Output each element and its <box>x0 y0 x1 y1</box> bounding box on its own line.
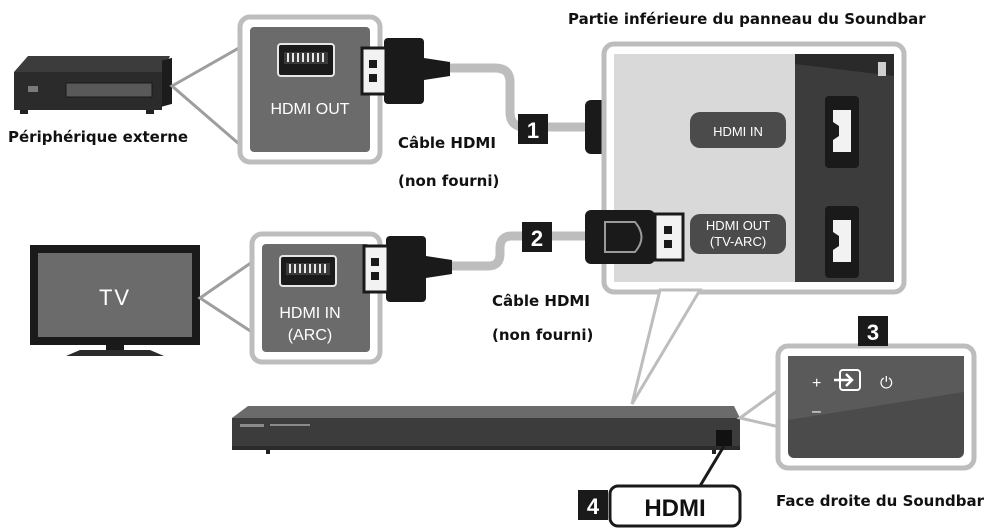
tv-callout <box>197 255 260 339</box>
power-icon: ⏻ <box>880 375 893 392</box>
volume-plus-label: + <box>812 375 821 392</box>
hdmi-callout-box <box>608 484 742 528</box>
hdmi-callout-line <box>698 445 726 487</box>
right-side-label: Face droite du Soundbar <box>776 492 985 510</box>
panel-callout <box>630 288 703 405</box>
tv-hdmi-in-port: HDMI IN (ARC) <box>249 231 383 365</box>
panel-hdmi-in-socket <box>825 96 859 168</box>
soundbar-side-panel: + – ⏻ <box>775 343 977 471</box>
step-4-badge <box>578 490 608 520</box>
step-3-number: 3 <box>867 320 879 345</box>
hdmi-cable-2 <box>362 210 685 302</box>
step-1-badge <box>518 114 548 144</box>
panel-hdmi-out-label-2: (TV-ARC) <box>710 234 766 249</box>
tv-label: TV <box>99 285 131 310</box>
step-4-number: 4 <box>587 494 600 519</box>
panel-title: Partie inférieure du panneau du Soundbar <box>568 10 926 28</box>
tv-icon: TV <box>30 245 200 356</box>
cable2-label-line2: (non fourni) <box>492 326 593 344</box>
step-1-number: 1 <box>527 118 539 143</box>
external-device-icon <box>14 56 172 114</box>
panel-hdmi-out-label-1: HDMI OUT <box>706 218 770 233</box>
external-port-label: HDMI OUT <box>270 101 349 118</box>
hdmi-callout-label: HDMI <box>644 495 705 522</box>
tv-port-label-2: (ARC) <box>288 327 332 344</box>
step-2-number: 2 <box>531 226 543 251</box>
panel-hdmi-out-socket <box>825 206 859 278</box>
volume-minus-label: – <box>812 403 821 420</box>
external-hdmi-out-port: HDMI OUT <box>237 14 383 165</box>
tv-port-label-1: HDMI IN <box>279 305 340 322</box>
panel-hdmi-in-label: HDMI IN <box>713 124 763 139</box>
cable2-label-line1: Câble HDMI <box>492 292 590 310</box>
soundbar-icon <box>232 406 740 454</box>
cable1-label-line2: (non fourni) <box>398 172 499 190</box>
step-3-badge <box>858 316 888 346</box>
source-icon <box>834 369 861 391</box>
cable1-label-line1: Câble HDMI <box>398 134 496 152</box>
external-device-label: Périphérique externe <box>8 128 188 146</box>
step-2-badge <box>522 222 552 252</box>
